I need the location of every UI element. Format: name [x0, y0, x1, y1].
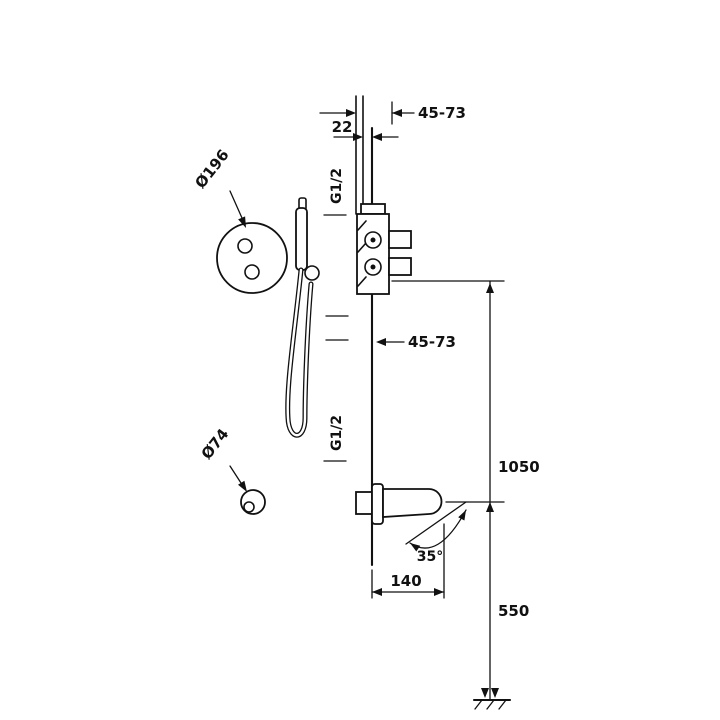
dim-offset-top-label: 22 — [332, 118, 353, 136]
plate-control-bottom — [244, 264, 260, 280]
arrowhead — [410, 543, 421, 552]
handshower-holder — [304, 265, 320, 281]
valve-top-connector — [360, 203, 386, 215]
plate-control-top — [237, 238, 253, 254]
valve-port-bottom-dot — [370, 264, 376, 270]
arrowhead — [392, 109, 402, 117]
floor-hatch — [486, 699, 495, 710]
thermostatic-plate — [216, 222, 288, 294]
dim-depth-mid-label: 45-73 — [408, 333, 456, 351]
arrowhead — [353, 133, 363, 141]
leader-line — [229, 190, 243, 219]
floor-hatch — [474, 699, 483, 710]
spout-embedded-body — [355, 491, 373, 515]
escutcheon-diameter-label: Ø74 — [198, 425, 233, 463]
thread-bottom-label: G1/2 — [329, 415, 345, 451]
dim-depth-top-label: 45-73 — [418, 104, 466, 122]
arrowhead — [372, 133, 382, 141]
handshower-hose-highlight — [286, 268, 313, 437]
valve-outlet-top — [388, 230, 412, 249]
angle-reference-line — [405, 501, 467, 545]
valve-hatch-line — [357, 276, 367, 287]
arrowhead — [481, 688, 489, 698]
arrowhead — [346, 109, 356, 117]
angle-arc — [409, 509, 467, 549]
spout-escutcheon-outlet — [243, 501, 255, 513]
arrowhead — [458, 510, 466, 521]
angle-label: 35° — [417, 549, 443, 565]
reach-label: 140 — [390, 572, 421, 590]
plate-diameter-label: Ø196 — [191, 146, 232, 192]
floor-hatch — [498, 699, 507, 710]
valve-hatch-line — [357, 220, 367, 231]
arrowhead — [238, 480, 247, 492]
arrowhead — [434, 588, 444, 596]
arrowhead — [372, 588, 382, 596]
valve-outlet-bottom — [388, 257, 412, 276]
height-spout-label: 550 — [498, 602, 529, 620]
spout-body — [382, 488, 443, 518]
arrowhead — [238, 216, 246, 228]
arrowhead — [486, 283, 494, 293]
arrowhead — [486, 502, 494, 512]
valve-port-top-dot — [370, 237, 376, 243]
height-total-label: 1050 — [498, 458, 540, 476]
valve-hatch-line — [357, 242, 367, 253]
thread-top-label: G1/2 — [329, 168, 345, 204]
handshower-wand — [295, 207, 308, 271]
arrowhead — [491, 688, 499, 698]
arrowhead — [376, 338, 386, 346]
leader-line — [229, 465, 242, 484]
spout-flange — [371, 483, 384, 525]
